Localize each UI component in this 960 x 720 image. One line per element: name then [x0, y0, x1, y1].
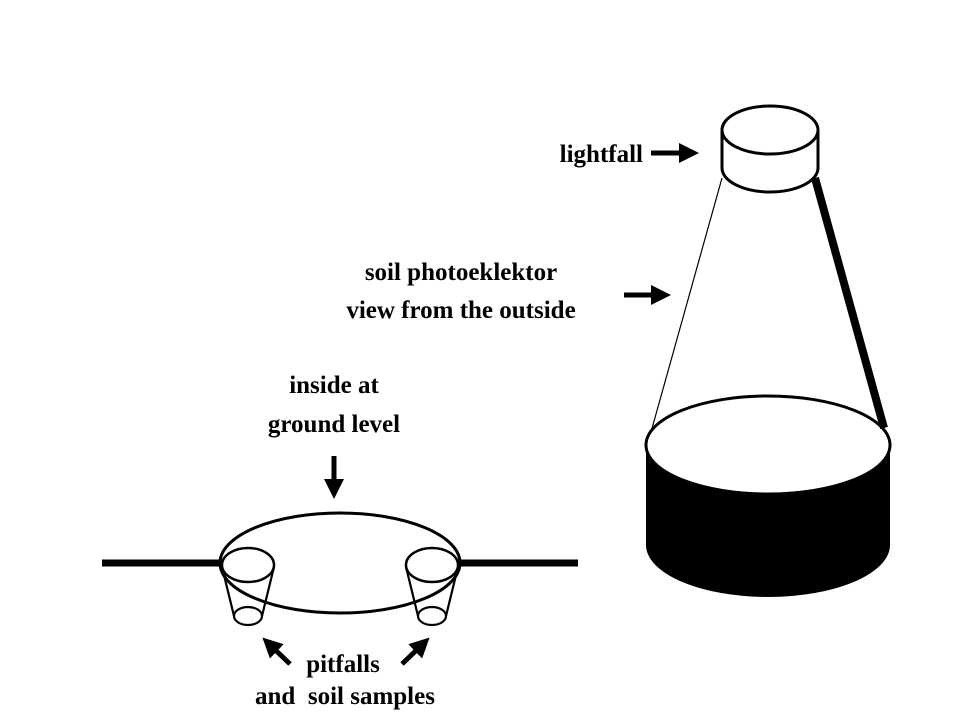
- lightfall-label: lightfall: [560, 141, 643, 168]
- inside-label-line2: ground level: [268, 411, 400, 438]
- eklektor-cone-right-edge: [811, 176, 888, 430]
- pitfall-left-arrow: [262, 637, 292, 666]
- lightfall-cylinder: [720, 104, 820, 194]
- ground-level-view: [102, 511, 578, 627]
- pitfalls-label-line1: pitfalls: [306, 651, 380, 678]
- eklektor-base-cylinder: [644, 394, 892, 597]
- inside-label-line1: inside at: [289, 372, 379, 399]
- pitfalls-label-line2: and soil samples: [255, 683, 435, 710]
- pitfall-right-arrow: [400, 637, 430, 666]
- photoeklektor-outside-view: [644, 104, 892, 597]
- eklektor-label-line2: view from the outside: [346, 297, 575, 324]
- eklektor-label-line1: soil photoeklektor: [365, 259, 557, 286]
- pitfall-trap-left: [220, 546, 276, 627]
- eklektor-cone-left-edge: [650, 177, 723, 433]
- ground-ellipse: [218, 511, 462, 615]
- pitfall-trap-right: [404, 546, 460, 627]
